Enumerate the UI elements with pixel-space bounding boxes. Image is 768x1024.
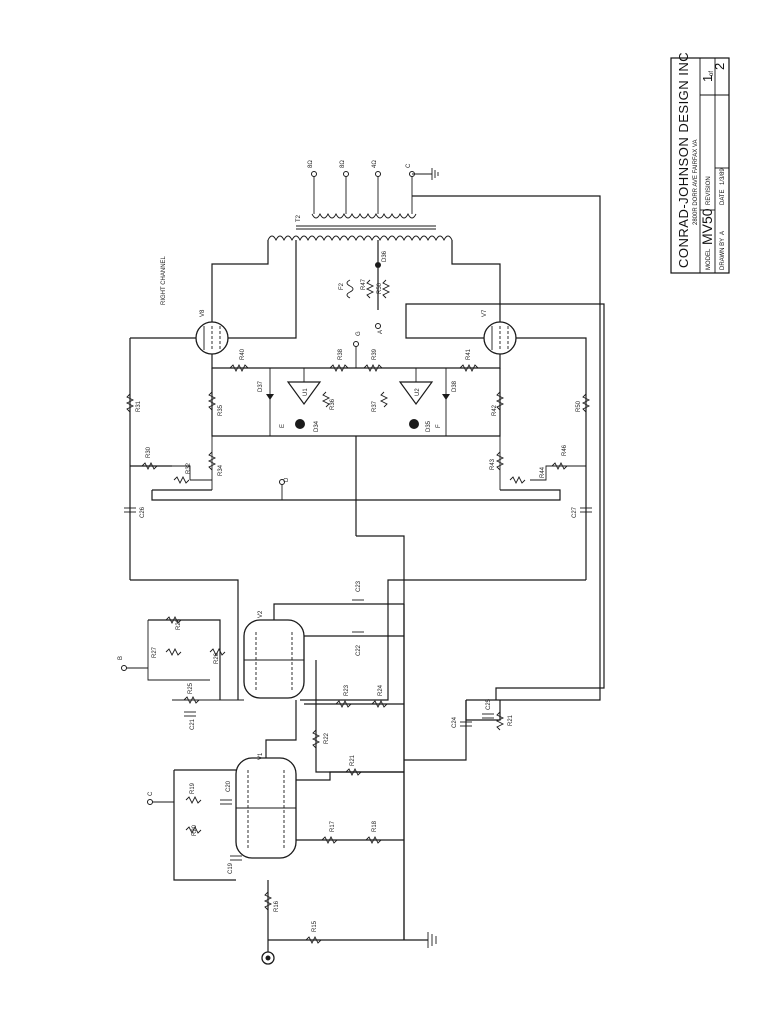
r41-label: R42: [492, 404, 498, 416]
v2-label: V2: [258, 610, 264, 618]
v7-label: V7: [482, 309, 488, 317]
tap-label: C: [406, 163, 412, 168]
output-transformer: T2 8Ω 8Ω 4Ω C: [267, 160, 601, 701]
node-c-label: C: [148, 791, 154, 796]
r34-label: R35: [218, 404, 224, 416]
c22-c23: C23 C22: [352, 580, 364, 656]
r26-label: R26: [214, 652, 220, 664]
c22-label: C22: [356, 644, 362, 656]
r21b-label: R21: [508, 714, 514, 726]
node-e-label: E: [280, 424, 286, 428]
r15-label: R15: [312, 920, 318, 932]
r38-label: R39: [372, 348, 378, 360]
r33-label: R34: [218, 464, 224, 476]
r39-label: R40: [240, 348, 246, 360]
node-g-label: G: [356, 331, 362, 336]
v2-grid-network: R28 R27 R26 B R25 C21: [118, 615, 244, 730]
v1-network: R19 R20 C20 C C19 R17 R18 R21: [147, 754, 404, 881]
input-tube-v1: V1: [235, 700, 316, 859]
output-tube-v8: V8: [195, 240, 297, 355]
r18-label: R18: [372, 820, 378, 832]
title-block: CONRAD-JOHNSON DESIGN INC 2800R DORR AVE…: [670, 52, 730, 274]
r44-label: R46: [562, 444, 568, 456]
company-name: CONRAD-JOHNSON DESIGN INC: [676, 52, 691, 268]
r25-label: R25: [188, 682, 194, 694]
r22-label: R22: [324, 732, 330, 744]
c23-label: C23: [356, 580, 362, 592]
node-b-label: B: [118, 656, 124, 660]
c25-label: C25: [486, 698, 492, 710]
r37-label: R38: [338, 348, 344, 360]
d35-label: D35: [426, 420, 432, 432]
bias-network: G R40 R38 R39 R41 U1 U2 D37 D38 R36 R37: [207, 331, 505, 940]
r20-label: R20: [192, 824, 198, 836]
output-tube-v7: V7: [405, 240, 605, 355]
node-f-label: F: [436, 424, 442, 428]
r42-label: R43: [490, 458, 496, 470]
r28-label: R28: [176, 618, 182, 630]
r43-label: R44: [540, 466, 546, 478]
input-section: R16 R15: [261, 604, 437, 965]
v1-label: V1: [258, 752, 264, 760]
r50-label: R50: [576, 400, 582, 412]
d36-label: D36: [382, 250, 388, 262]
bias-pots: D R30 R32 R44 R46 R31 R50 C26 C27: [124, 337, 592, 701]
r21-label: R21: [350, 754, 356, 766]
model-value: MV50: [699, 208, 715, 245]
r16-label: R16: [274, 900, 280, 912]
v8-label: V8: [200, 309, 206, 317]
drawn-by-value: A: [720, 231, 726, 235]
c24-label: C24: [452, 716, 458, 728]
tap-label: 4Ω: [372, 160, 378, 168]
sheet-total: 2: [712, 62, 727, 70]
date-value: 1/3/89: [720, 168, 726, 185]
r35-label: R36: [330, 398, 336, 410]
sheet-number: 1: [700, 74, 715, 82]
tap-label: 8Ω: [340, 160, 346, 168]
node-a-label: A: [378, 330, 384, 334]
date-label: DATE: [720, 189, 726, 205]
r30-label: R30: [146, 446, 152, 458]
u1-label: U1: [303, 388, 309, 396]
t2-label: T2: [296, 214, 302, 222]
c27-label: C27: [572, 506, 578, 518]
c21-label: C21: [190, 718, 196, 730]
r40-label: R41: [466, 348, 472, 360]
d34-label: D34: [314, 420, 320, 432]
r17-label: R17: [330, 820, 336, 832]
drawn-by-label: DRAWN BY: [720, 238, 726, 270]
c20-label: C20: [226, 780, 232, 792]
f2-label: F2: [339, 282, 345, 290]
r31-label: R31: [136, 400, 142, 412]
r19-label: R19: [190, 782, 196, 794]
model-label: MODEL: [706, 248, 712, 270]
r23-label: R23: [344, 684, 350, 696]
d38-label: D38: [452, 380, 458, 392]
tap-label: 8Ω: [308, 160, 314, 168]
c19-label: C19: [228, 862, 234, 874]
u2-label: U2: [415, 388, 421, 396]
channel-label: RIGHT CHANNEL: [161, 255, 167, 305]
r36-label: R37: [372, 400, 378, 412]
c26-label: C26: [140, 506, 146, 518]
revision-label: REVISION: [706, 176, 712, 205]
d37-label: D37: [258, 380, 264, 392]
company-address: 2800R DORR AVE FAIRFAX VA: [693, 140, 699, 225]
node-d-label: D: [284, 477, 290, 482]
r47-label: R50: [377, 282, 383, 294]
fuse-network: D36 F2 R47 R50 A: [339, 240, 391, 334]
feedback-network: C24 C25 R21: [404, 310, 605, 761]
r24-label: R24: [378, 684, 384, 696]
r32-label: R32: [186, 462, 192, 474]
r46-label: R47: [361, 278, 367, 290]
r27-label: R27: [152, 646, 158, 658]
sheet-of: of: [709, 71, 715, 76]
